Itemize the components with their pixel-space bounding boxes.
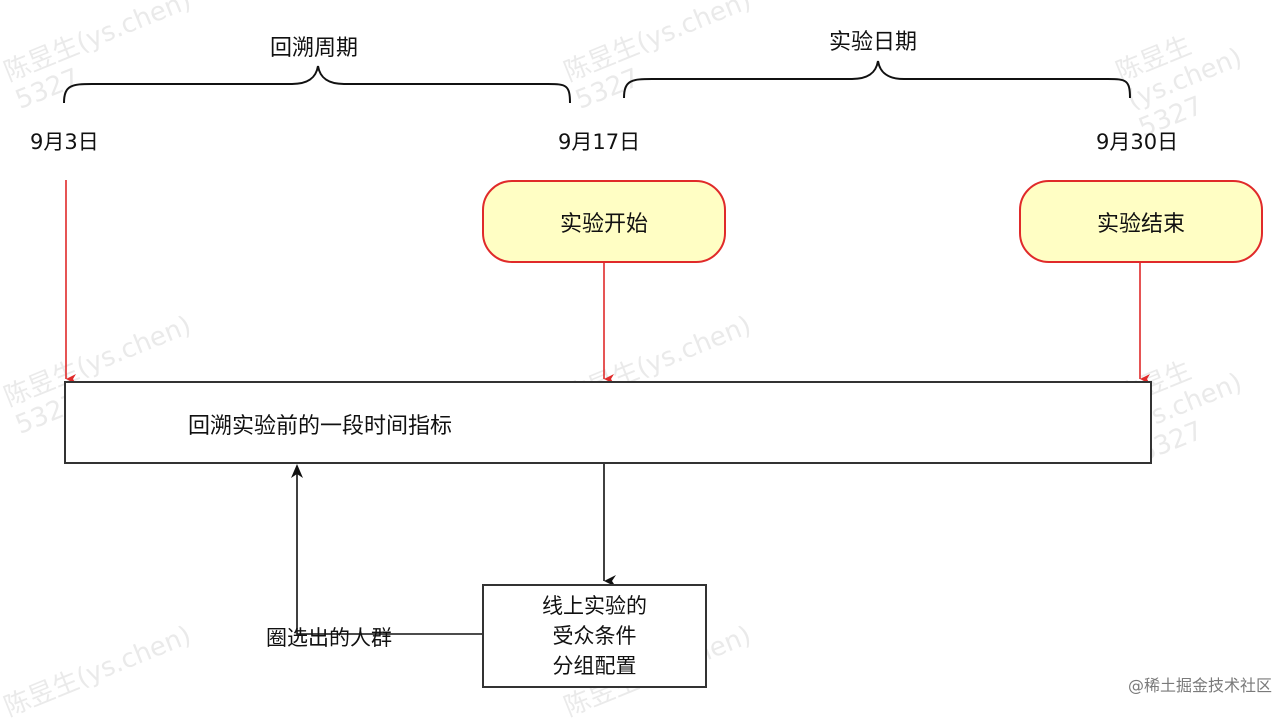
experiment-start-node: 实验开始 [482,180,726,263]
config-line: 受众条件 [552,624,637,648]
lookback-brace [63,65,571,104]
date-start-lookback: 9月3日 [30,130,99,154]
experiment-end-node: 实验结束 [1019,180,1263,263]
brand-watermark: @稀土掘金技术社区 [1127,676,1272,695]
experiment-brace [623,60,1131,99]
crowd-arrow [296,468,482,635]
lookback-metrics-box [64,381,1152,464]
config-line: 分组配置 [552,654,637,678]
lookback-period-label: 回溯周期 [270,36,359,61]
date-experiment-start: 9月17日 [558,130,641,154]
config-line: 线上实验的 [542,594,647,618]
date-experiment-end: 9月30日 [1096,130,1179,154]
crowd-arrow-head [291,464,303,478]
experiment-date-label: 实验日期 [829,30,918,55]
audience-config-box: 线上实验的 受众条件 分组配置 [482,584,707,688]
lookback-metrics-label: 回溯实验前的一段时间指标 [188,414,453,439]
selected-crowd-label: 圈选出的人群 [266,626,392,650]
